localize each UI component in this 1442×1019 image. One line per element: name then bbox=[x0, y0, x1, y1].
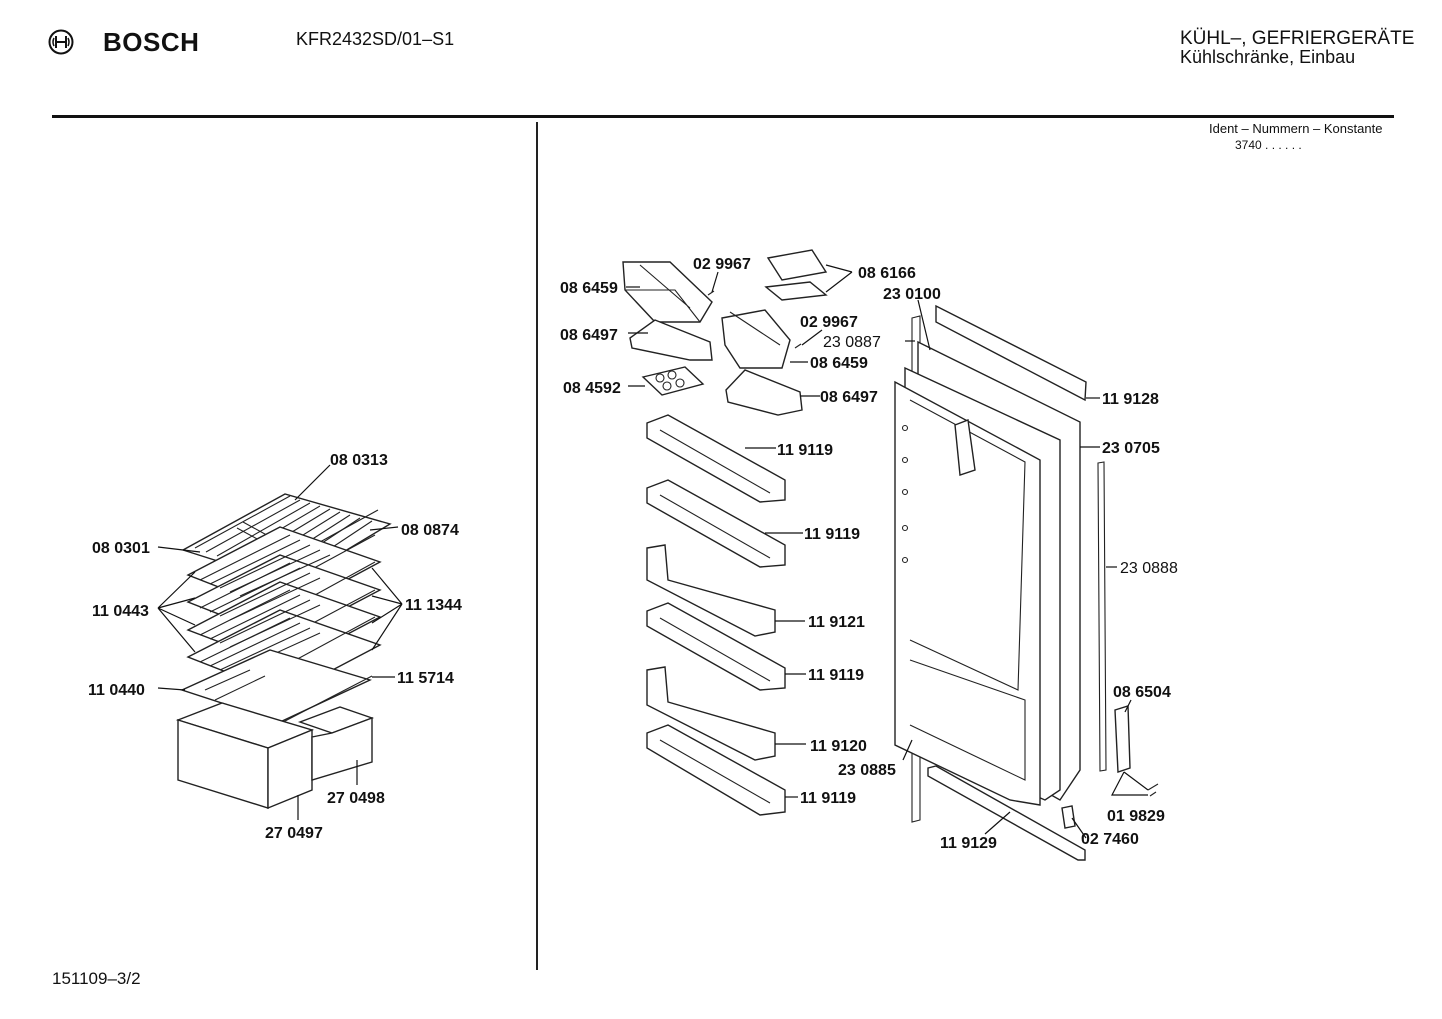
label-270497: 27 0497 bbox=[265, 825, 323, 842]
ident-value: 3740 . . . . . . bbox=[1235, 138, 1302, 152]
ident-label: Ident – Nummern – Konstante bbox=[1209, 121, 1383, 136]
label-086166: 08 6166 bbox=[858, 265, 916, 282]
label-119119-3: 11 9119 bbox=[808, 667, 864, 684]
bosch-logo-icon bbox=[48, 29, 74, 60]
left-leader-lines bbox=[157, 464, 403, 820]
label-110440: 11 0440 bbox=[88, 682, 145, 699]
category-title: KÜHL–, GEFRIERGERÄTE bbox=[1180, 28, 1415, 49]
label-086459-mid: 08 6459 bbox=[810, 355, 868, 372]
label-119121: 11 9121 bbox=[808, 614, 865, 631]
label-019829: 01 9829 bbox=[1107, 808, 1165, 825]
label-119119-1: 11 9119 bbox=[777, 442, 833, 459]
model-number: KFR2432SD/01–S1 bbox=[296, 29, 455, 49]
label-086459-left: 08 6459 bbox=[560, 280, 618, 297]
label-119119-2: 11 9119 bbox=[804, 526, 860, 543]
brand-name: BOSCH bbox=[103, 27, 200, 57]
label-230887: 23 0887 bbox=[823, 334, 881, 351]
right-leader-lines bbox=[626, 264, 1149, 839]
label-086497-left: 08 6497 bbox=[560, 327, 618, 344]
label-029967-mid: 02 9967 bbox=[800, 314, 858, 331]
label-027460: 02 7460 bbox=[1081, 831, 1139, 848]
label-080301: 08 0301 bbox=[92, 540, 150, 557]
label-110443: 11 0443 bbox=[92, 603, 149, 620]
page-code: 151109–3/2 bbox=[52, 969, 141, 988]
label-080313: 08 0313 bbox=[330, 452, 388, 469]
label-111344: 11 1344 bbox=[405, 597, 462, 614]
label-230705: 23 0705 bbox=[1102, 440, 1160, 457]
label-080874: 08 0874 bbox=[401, 522, 459, 539]
label-086497-mid: 08 6497 bbox=[820, 389, 878, 406]
header-rule bbox=[52, 115, 1394, 118]
label-084592: 08 4592 bbox=[563, 380, 621, 397]
label-230100: 23 0100 bbox=[883, 286, 941, 303]
label-119129: 11 9129 bbox=[940, 835, 997, 852]
label-119128: 11 9128 bbox=[1102, 391, 1159, 408]
label-029967-top: 02 9967 bbox=[693, 256, 751, 273]
shelf-stack bbox=[175, 493, 392, 810]
door-bins bbox=[646, 414, 786, 816]
category-subtitle: Kühlschränke, Einbau bbox=[1180, 47, 1356, 67]
label-230885: 23 0885 bbox=[838, 762, 896, 779]
butter-compartments bbox=[622, 249, 828, 416]
label-086504: 08 6504 bbox=[1113, 684, 1171, 701]
label-119120: 11 9120 bbox=[810, 738, 867, 755]
door-assembly bbox=[894, 304, 1159, 861]
label-270498: 27 0498 bbox=[327, 790, 385, 807]
label-119119-4: 11 9119 bbox=[800, 790, 856, 807]
label-230888: 23 0888 bbox=[1120, 560, 1178, 577]
column-divider bbox=[536, 122, 538, 970]
label-115714: 11 5714 bbox=[397, 670, 454, 687]
